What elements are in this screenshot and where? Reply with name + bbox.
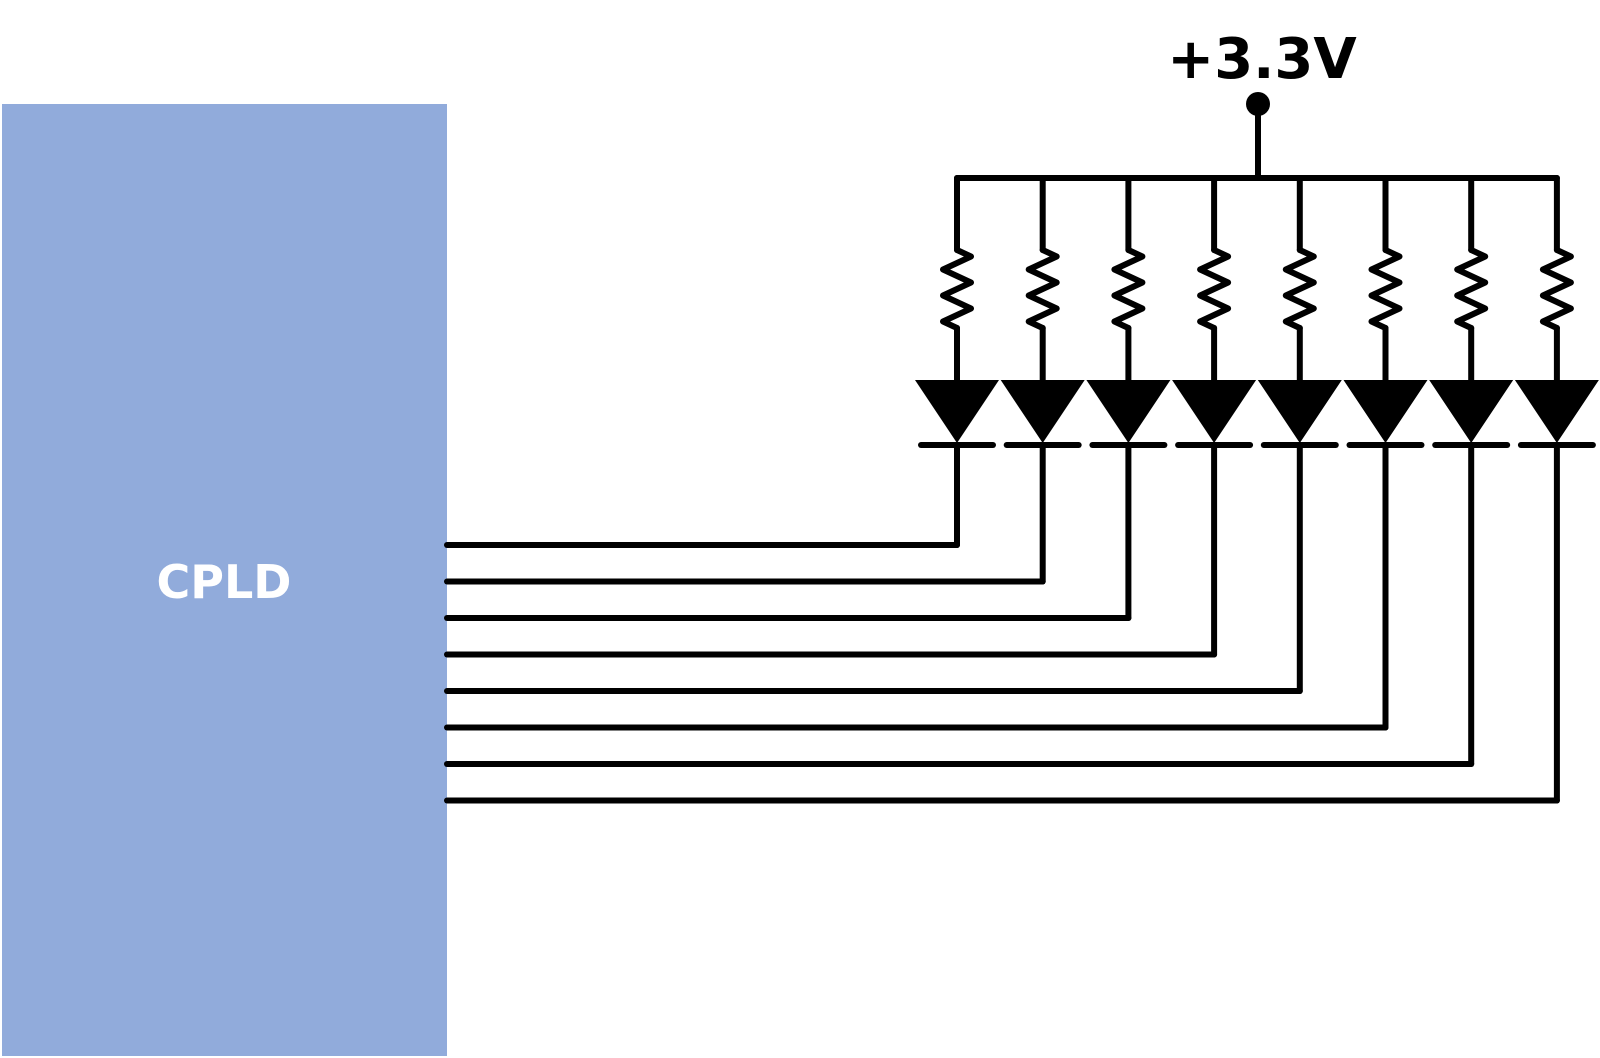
led-channels xyxy=(444,175,1599,804)
supply-label: +3.3V xyxy=(1167,27,1357,92)
led-diode-icon xyxy=(1257,380,1342,443)
resistor-icon xyxy=(1539,247,1574,331)
cpld-label: CPLD xyxy=(157,555,292,609)
led-diode-icon xyxy=(1343,380,1428,443)
resistor-icon xyxy=(1111,247,1146,331)
resistor-icon xyxy=(1454,247,1489,331)
resistor-icon xyxy=(1197,247,1232,331)
resistor-icon xyxy=(940,247,974,331)
resistor-icon xyxy=(1025,247,1060,331)
led-diode-icon xyxy=(1514,380,1599,443)
led-diode-icon xyxy=(1429,380,1514,443)
resistor-icon xyxy=(1282,247,1317,331)
resistor-icon xyxy=(1368,247,1403,331)
led-diode-icon xyxy=(915,380,999,443)
led-diode-icon xyxy=(1000,380,1085,443)
led-diode-icon xyxy=(1172,380,1257,443)
cpld-block xyxy=(2,104,447,1056)
supply-node-icon xyxy=(1246,92,1270,116)
led-diode-icon xyxy=(1086,380,1171,443)
